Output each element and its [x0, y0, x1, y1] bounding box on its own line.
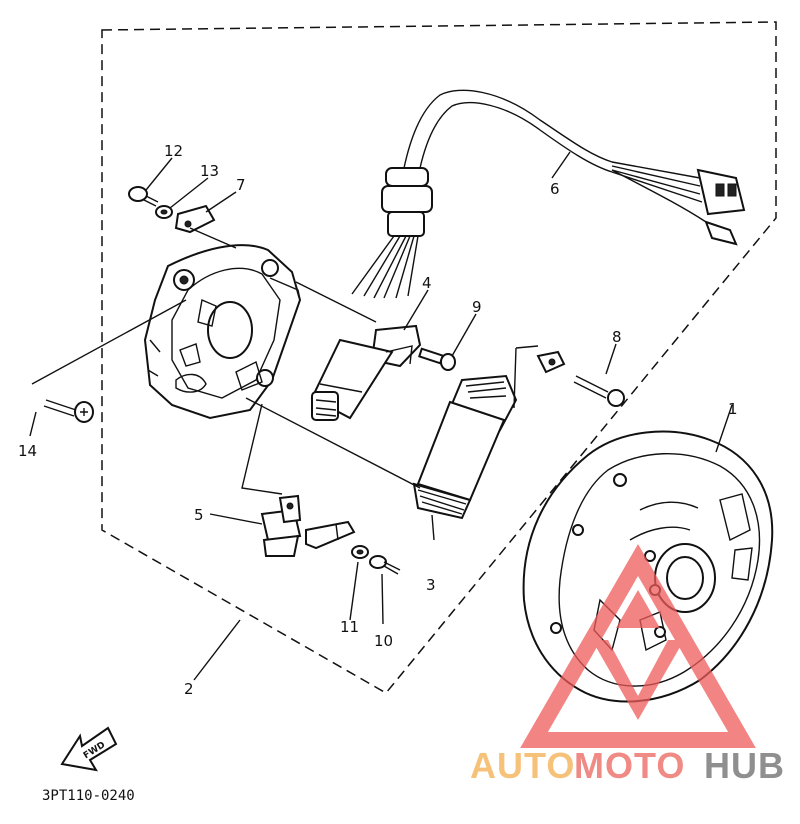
- callout-2: 2: [184, 680, 194, 698]
- washer-11: [351, 545, 369, 559]
- callout-13: 13: [200, 162, 219, 180]
- screw-8: [573, 375, 625, 407]
- watermark-hub: HUB: [704, 745, 785, 786]
- clamp-plate: [536, 350, 566, 374]
- callout-10: 10: [374, 632, 393, 650]
- drawing-code: 3PT110-0240: [42, 788, 135, 804]
- callout-3: 3: [426, 576, 436, 594]
- callout-9: 9: [472, 298, 482, 316]
- pickup-unit: [260, 494, 302, 557]
- watermark-text: AUTO MOTO HUB: [470, 745, 785, 786]
- screw-14: [43, 399, 94, 423]
- callout-7: 7: [236, 176, 246, 194]
- callout-8: 8: [612, 328, 622, 346]
- charging-coil: [412, 374, 518, 520]
- assembly-boundary: [101, 21, 777, 694]
- screw-9: [418, 347, 456, 371]
- screw-10: [369, 555, 401, 575]
- callout-11: 11: [340, 618, 359, 636]
- stator-base-plate: [143, 244, 302, 420]
- pulser-coil: [310, 324, 422, 421]
- callout-4: 4: [422, 274, 432, 292]
- forward-arrow-icon: FWD: [60, 726, 118, 772]
- callout-5: 5: [194, 506, 204, 524]
- leader-lines: [29, 151, 733, 681]
- washer-13: [155, 205, 173, 219]
- watermark-auto: AUTO: [470, 745, 575, 786]
- callout-1: 1: [728, 400, 738, 418]
- wire-harness: [351, 89, 746, 299]
- watermark-moto: MOTO: [574, 745, 685, 786]
- bracket: [305, 520, 356, 550]
- callout-12: 12: [164, 142, 183, 160]
- screw-12: [128, 186, 159, 207]
- clamp-7: [174, 204, 216, 234]
- callout-14: 14: [18, 442, 37, 460]
- watermark-logo-icon: [520, 544, 756, 748]
- callout-6: 6: [550, 180, 560, 198]
